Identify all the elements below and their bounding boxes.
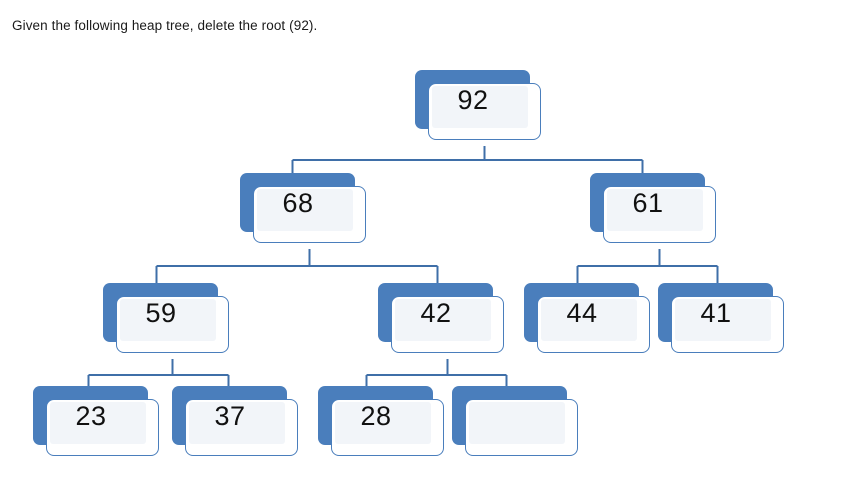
- node-face-42: [391, 296, 504, 353]
- node-inner-panel-68: [257, 189, 353, 231]
- tree-node-41[interactable]: 41: [658, 283, 786, 355]
- tree-node-44[interactable]: 44: [524, 283, 652, 355]
- node-inner-panel-41: [675, 299, 771, 341]
- node-inner-panel-44: [541, 299, 637, 341]
- node-face-empty: [465, 399, 578, 456]
- tree-node-59[interactable]: 59: [103, 283, 231, 355]
- node-face-28: [331, 399, 444, 456]
- question-prompt: Given the following heap tree, delete th…: [12, 18, 318, 33]
- node-label-empty: [452, 386, 568, 447]
- node-face-37: [185, 399, 298, 456]
- tree-node-61[interactable]: 61: [590, 173, 718, 245]
- node-label-61: 61: [632, 188, 664, 218]
- node-inner-panel-37: [189, 402, 285, 444]
- node-label-92: 92: [457, 85, 489, 115]
- node-label-37: 37: [214, 401, 246, 431]
- node-inner-panel-23: [50, 402, 146, 444]
- node-inner-panel-28: [335, 402, 431, 444]
- tree-node-42[interactable]: 42: [378, 283, 506, 355]
- node-label-28: 28: [360, 401, 392, 431]
- node-label-44: 44: [566, 298, 598, 328]
- node-face-61: [603, 186, 716, 243]
- node-inner-panel-92: [432, 86, 528, 128]
- node-label-68: 68: [282, 188, 314, 218]
- node-face-68: [253, 186, 366, 243]
- node-label-23: 23: [75, 401, 107, 431]
- node-inner-panel-42: [395, 299, 491, 341]
- node-face-92: [428, 83, 541, 140]
- node-inner-panel-61: [607, 189, 703, 231]
- node-label-42: 42: [420, 298, 452, 328]
- tree-node-empty[interactable]: [452, 386, 580, 458]
- tree-node-68[interactable]: 68: [240, 173, 368, 245]
- node-inner-panel-59: [120, 299, 216, 341]
- node-face-59: [116, 296, 229, 353]
- tree-node-92[interactable]: 92: [415, 70, 543, 142]
- tree-node-37[interactable]: 37: [172, 386, 300, 458]
- node-face-23: [46, 399, 159, 456]
- node-label-59: 59: [145, 298, 177, 328]
- tree-node-23[interactable]: 23: [33, 386, 161, 458]
- node-inner-panel-empty: [469, 402, 565, 444]
- node-face-41: [671, 296, 784, 353]
- node-face-44: [537, 296, 650, 353]
- node-label-41: 41: [700, 298, 732, 328]
- tree-node-28[interactable]: 28: [318, 386, 446, 458]
